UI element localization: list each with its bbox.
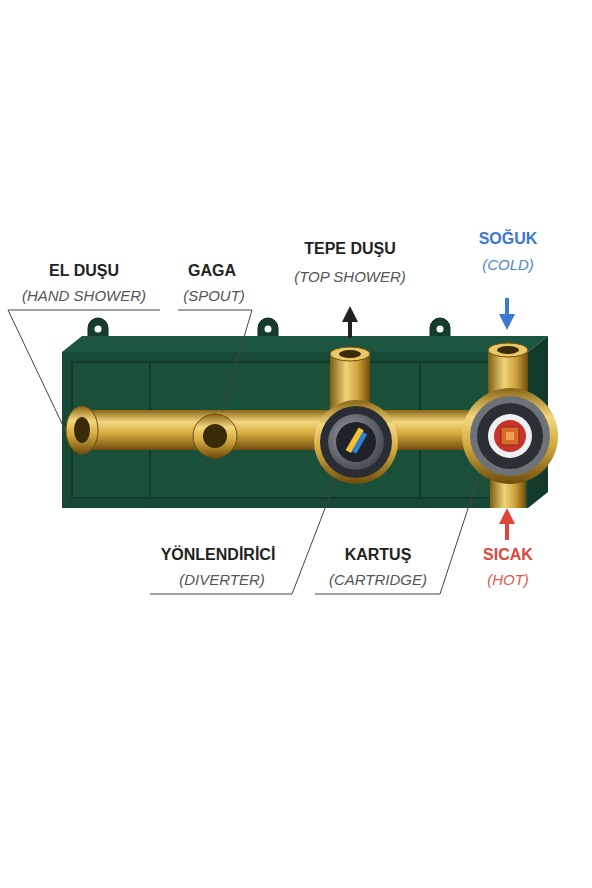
inlet-name: SOĞUK bbox=[479, 230, 538, 248]
part-name-english: (TOP SHOWER) bbox=[294, 268, 406, 285]
part-name-english: (HAND SHOWER) bbox=[22, 287, 146, 304]
part-name: TEPE DUŞU bbox=[304, 240, 396, 258]
label-holder: EL DUŞU bbox=[49, 262, 119, 280]
inlet-name-english: (HOT) bbox=[487, 571, 529, 588]
part-name: YÖNLENDİRİCİ bbox=[161, 546, 276, 564]
part-name: GAGA bbox=[188, 262, 236, 280]
part-name: EL DUŞU bbox=[49, 262, 119, 280]
part-name-english: (DIVERTER) bbox=[179, 571, 265, 588]
part-name-english: (CARTRIDGE) bbox=[329, 571, 427, 588]
label-holder: SOĞUK bbox=[479, 230, 538, 248]
inlet-name: SICAK bbox=[483, 546, 533, 564]
part-name-english: (SPOUT) bbox=[183, 287, 245, 304]
label-holder: TEPE DUŞU bbox=[304, 240, 396, 258]
label-holder: YÖNLENDİRİCİ bbox=[161, 546, 276, 564]
part-name: KARTUŞ bbox=[345, 546, 412, 564]
label-holder: SICAK bbox=[483, 546, 533, 564]
label-holder: KARTUŞ bbox=[345, 546, 412, 564]
label-holder: (HAND SHOWER) bbox=[22, 287, 146, 305]
label-holder: GAGA bbox=[188, 262, 236, 280]
inlet-name-english: (COLD) bbox=[482, 256, 534, 273]
label-holder: (TOP SHOWER) bbox=[294, 268, 406, 286]
label-holder: (DIVERTER) bbox=[179, 571, 265, 589]
label-holder: (HOT) bbox=[487, 571, 529, 589]
label-holder: (COLD) bbox=[482, 256, 534, 274]
label-holder: (SPOUT) bbox=[183, 287, 245, 305]
label-holder: (CARTRIDGE) bbox=[329, 571, 427, 589]
